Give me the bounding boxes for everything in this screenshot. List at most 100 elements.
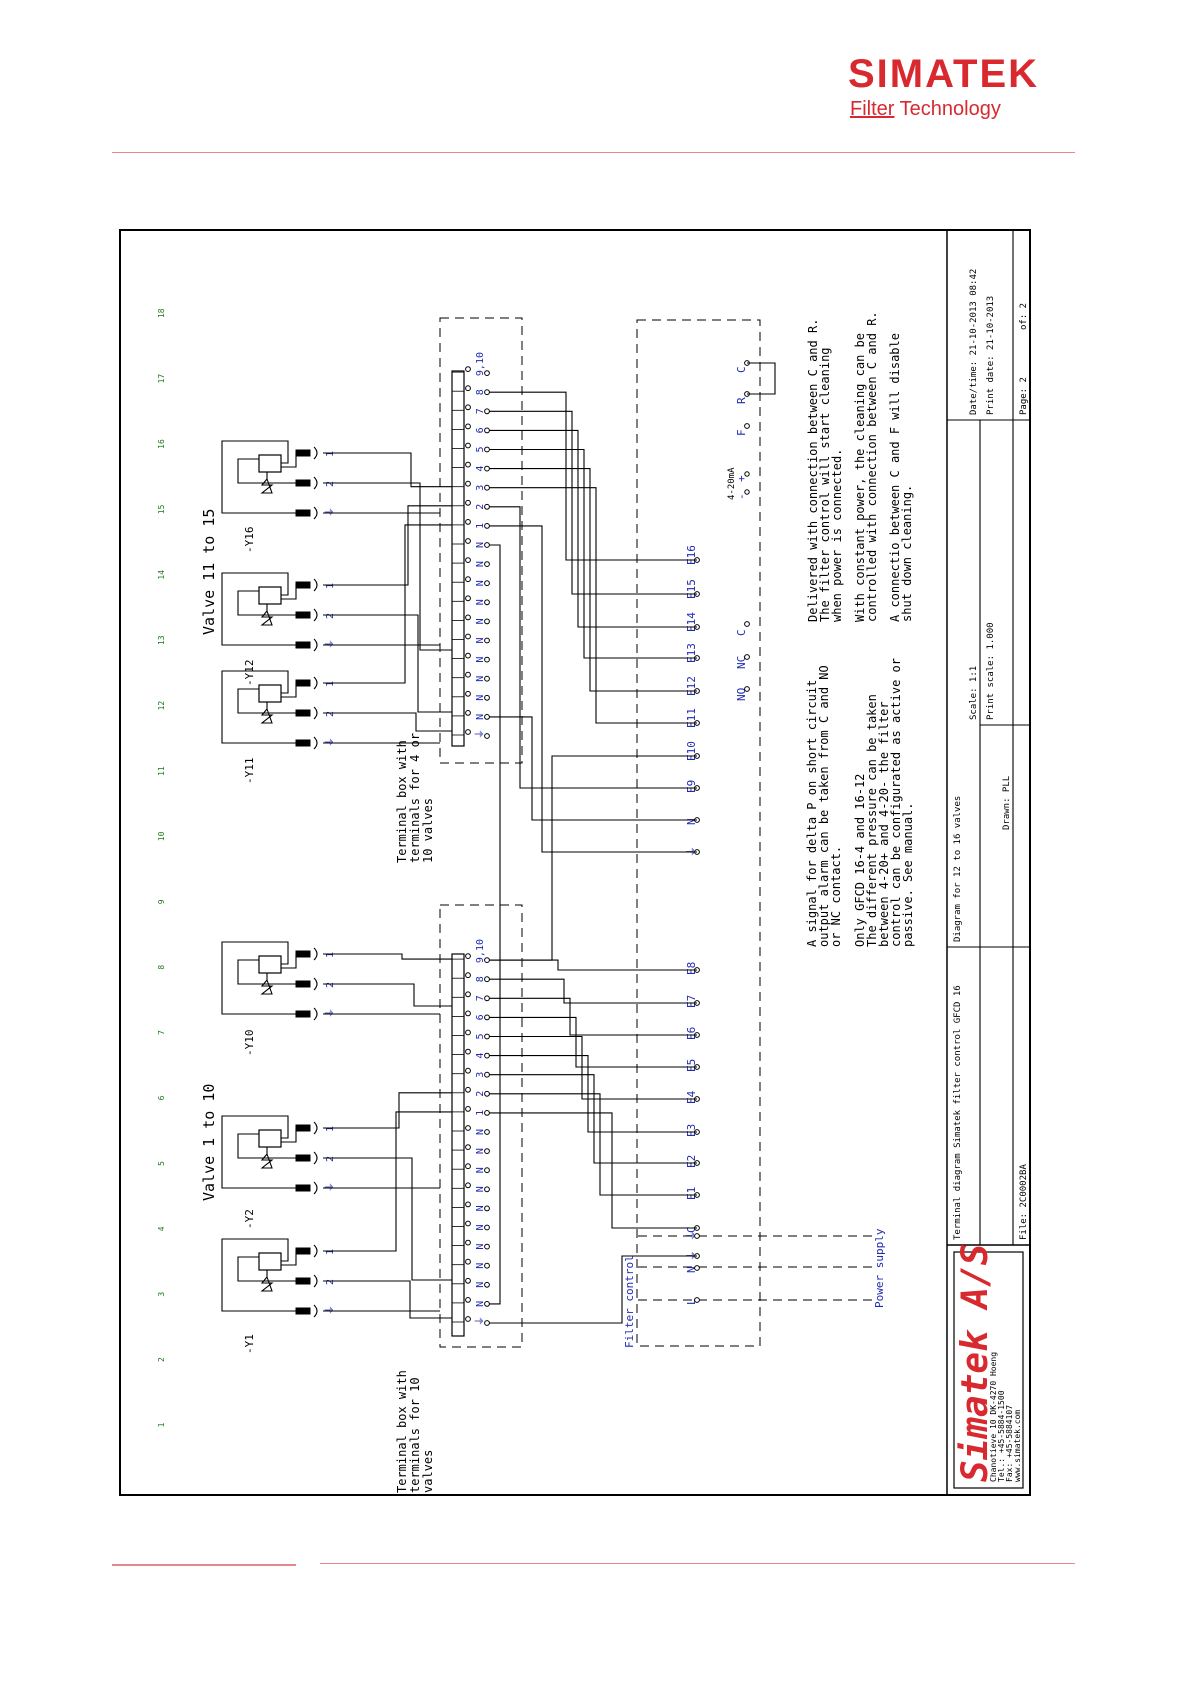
- grid-number: 3: [157, 1292, 166, 1297]
- power-terminal-label: L: [685, 1298, 698, 1305]
- valve-neutral-wire: [323, 482, 452, 651]
- coil-block: [295, 739, 311, 747]
- valve-symbol: [260, 604, 274, 626]
- coil-block: [295, 641, 311, 649]
- grid-number: 17: [157, 374, 166, 384]
- terminal-dot-outer: [484, 675, 490, 682]
- tb2-terminal-label: N: [475, 618, 486, 624]
- coil-pin-label: ⏚: [324, 639, 336, 649]
- grid-number: 18: [157, 308, 166, 318]
- terminal-box-label: Terminal box with: [395, 740, 409, 863]
- drawn-by: Drawn: PLL: [1002, 776, 1012, 830]
- valve-neutral-wire: [323, 1280, 452, 1319]
- coil-block: [295, 709, 311, 717]
- terminal-dot-inner: [465, 633, 471, 640]
- terminal-dot-outer: [484, 1281, 490, 1288]
- valve-neutral-wire: [323, 712, 452, 732]
- terminal-dot-outer: [484, 561, 490, 567]
- coil-arc: [313, 608, 318, 622]
- valve-signal-wire: [323, 953, 452, 960]
- terminal-dot-outer: [484, 1167, 490, 1174]
- note-delivered-line: Delivered with connection between C and …: [806, 319, 820, 622]
- terminal-dot-outer: [484, 1148, 490, 1154]
- note-connectio-line: shut down cleaning.: [900, 485, 914, 622]
- logo-tagline: Filter Technology: [850, 98, 1001, 120]
- valve-loop: [237, 590, 305, 616]
- tb1-terminal-label: 2: [475, 1091, 486, 1097]
- remote-terminal-label: F: [735, 429, 748, 436]
- valve-symbol: [260, 973, 274, 995]
- page-number: Page: 2: [1019, 377, 1029, 415]
- coil-arc: [313, 446, 318, 460]
- terminal-dot-inner: [465, 991, 471, 998]
- terminal-dot-inner: [465, 671, 471, 678]
- coil-pin-label: 1: [325, 583, 336, 589]
- page-of: of: 2: [1019, 303, 1029, 330]
- valve-loop: [237, 1133, 305, 1159]
- logo-tagline-technology: Technology: [894, 98, 1001, 120]
- terminal-dot-outer: [484, 370, 490, 377]
- coil-arc: [313, 1151, 318, 1165]
- logo-tagline-filter: Filter: [850, 98, 895, 120]
- coil-block: [295, 1247, 311, 1255]
- terminal-dot-inner: [465, 576, 471, 583]
- terminal-box-label: 10 valves: [421, 798, 435, 863]
- valve-body: [258, 684, 282, 703]
- tb1-terminal-label: N: [475, 1186, 486, 1192]
- filter-control-label: Filter control: [623, 1255, 636, 1348]
- valve-y16: -Y16⏚21: [221, 440, 336, 553]
- tb1-to-fc-wire: [489, 997, 697, 1036]
- alarm-terminal-dot: [744, 654, 750, 660]
- terminal-dot-outer: [484, 1243, 490, 1250]
- terminal-box-label: terminals for 4 or: [408, 733, 422, 863]
- print-date: Print date: 21-10-2013: [986, 296, 996, 415]
- valve-loop: [237, 688, 305, 714]
- terminal-dot-inner: [465, 385, 471, 392]
- coil-block: [295, 950, 311, 958]
- tb1-terminal-label: 6: [475, 1014, 486, 1020]
- coil-block: [295, 1010, 311, 1018]
- analog-terminal-label: -: [735, 493, 748, 500]
- power-terminal-dot: [694, 1233, 700, 1239]
- coil-block: [295, 581, 311, 589]
- print-scale: Print scale: 1.000: [986, 622, 996, 720]
- terminal-dot-inner: [465, 366, 471, 373]
- terminal-dot-inner: [465, 1067, 471, 1074]
- tb2-terminal-label: 3: [475, 485, 486, 491]
- note-constant-line: With constant power, the cleaning can be: [853, 333, 867, 622]
- analog-terminal-label: +: [735, 475, 748, 482]
- terminal-dot-inner: [465, 1010, 471, 1017]
- coil-arc: [313, 1304, 318, 1318]
- tb2-terminal-label: 6: [475, 427, 486, 433]
- terminal-dot-outer: [484, 694, 490, 701]
- terminal-dot-inner: [465, 1220, 471, 1227]
- valve-symbol: [260, 1147, 274, 1169]
- terminal-dot-inner: [465, 404, 471, 411]
- coil-arc: [313, 1121, 318, 1135]
- terminal-dot-inner: [465, 710, 471, 716]
- tb2-terminal-label: 7: [475, 408, 486, 414]
- coil-pin-label: 2: [325, 613, 336, 619]
- tb1-to-fc-wire: [489, 1055, 697, 1133]
- terminal-box-label: terminals for 10: [408, 1377, 422, 1493]
- coil-block: [295, 1277, 311, 1285]
- note-gfcd-line: control can be configurated as active or: [889, 658, 903, 947]
- tb2-terminal-label: N: [475, 580, 486, 586]
- fc-terminal-label: C: [685, 1226, 698, 1233]
- terminal-dot-inner: [465, 557, 471, 563]
- tb1-terminal-label: 1: [475, 1110, 486, 1116]
- diagram-description: Diagram for 12 to 16 valves: [953, 796, 963, 942]
- power-terminal-dot: [694, 1297, 700, 1303]
- tb1-terminal-label: N: [475, 1282, 486, 1288]
- tb1-to-fc-wire: [489, 1016, 697, 1068]
- tb1-earth-wire: [489, 1255, 697, 1324]
- tb1-terminal-label: N: [475, 1129, 486, 1135]
- tb2-terminal-label: N: [475, 637, 486, 643]
- valve-loop: [237, 458, 305, 484]
- terminal-strip-1-10: [451, 953, 465, 1337]
- terminal-dot-outer: [484, 637, 490, 644]
- terminal-dot-inner: [465, 1144, 471, 1150]
- coil-pin-label: 1: [325, 1126, 336, 1132]
- footer-rule-long: [320, 1563, 1075, 1564]
